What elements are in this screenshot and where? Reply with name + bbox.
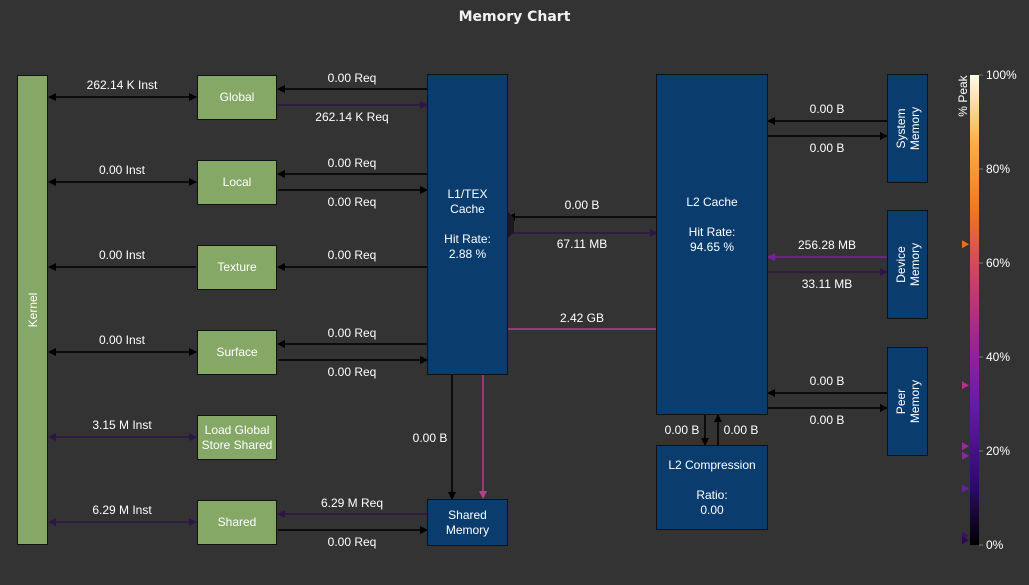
texture-unit[interactable]: Texture	[197, 245, 277, 290]
peermem-label-1: Peer	[893, 388, 908, 415]
l2c-ratio-value: 0.00	[700, 502, 724, 517]
label-global-l1-top: 0.00 Req	[327, 71, 377, 85]
l1-label-1: L1/TEX	[447, 187, 488, 201]
label-l2-l2c-left: 0.00 B	[664, 423, 700, 437]
legend-tick-label: 100%	[986, 68, 1017, 82]
label-surface-l1-top: 0.00 Req	[327, 326, 377, 340]
legend-peak-marker	[962, 240, 969, 249]
link-l2-sm	[479, 328, 660, 499]
system-memory[interactable]: System Memory	[887, 74, 928, 183]
local-unit[interactable]: Local	[197, 160, 277, 205]
label-l1-sm: 0.00 B	[412, 431, 448, 445]
shared-memory[interactable]: Shared Memory	[427, 499, 508, 546]
legend-tick-label: 80%	[986, 162, 1011, 176]
shared-memory-label-2: Memory	[445, 522, 490, 537]
legend-tick-marks	[979, 74, 983, 546]
shared-unit[interactable]: Shared	[197, 500, 277, 545]
label-kernel-surface: 0.00 Inst	[98, 333, 146, 347]
local-label: Local	[222, 175, 252, 189]
sysmem-label-2: Memory	[907, 106, 922, 151]
label-l2-dev-bottom: 33.11 MB	[801, 277, 853, 291]
l2-compression[interactable]: L2 Compression Ratio: 0.00	[656, 445, 768, 530]
l1-tex-cache[interactable]: L1/TEX Cache Hit Rate: 2.88 %	[427, 74, 508, 375]
label-l2-l2c-right: 0.00 B	[723, 423, 759, 437]
label-l2-sm: 2.42 GB	[559, 311, 605, 325]
label-l2-peer-bottom: 0.00 B	[809, 413, 845, 427]
l2c-ratio-label: Ratio:	[696, 487, 728, 502]
label-kernel-lgss: 3.15 M Inst	[92, 418, 152, 432]
l2-hit-value: 94.65 %	[689, 239, 735, 254]
peermem-label-2: Memory	[907, 379, 922, 424]
peer-memory[interactable]: Peer Memory	[887, 347, 928, 456]
legend-tick-label: 0%	[986, 538, 1004, 552]
peak-gradient-bar	[970, 75, 979, 545]
lgss-label-2: Store Shared	[201, 437, 273, 452]
label-l2-peer-top: 0.00 B	[809, 374, 845, 388]
texture-label: Texture	[217, 260, 257, 274]
global-unit[interactable]: Global	[197, 75, 277, 120]
legend-label: % Peak	[956, 75, 970, 117]
l2-title: L2 Cache	[686, 194, 738, 209]
surface-label: Surface	[216, 345, 258, 359]
legend-tick-label: 20%	[986, 444, 1011, 458]
shared-label: Shared	[217, 515, 257, 529]
label-texture-l1: 0.00 Req	[327, 248, 377, 262]
label-l2-sys-top: 0.00 B	[809, 102, 845, 116]
label-kernel-global: 262.14 K Inst	[86, 78, 158, 92]
label-l2-dev-top: 256.28 MB	[797, 238, 857, 252]
legend-peak-marker	[962, 484, 969, 493]
l2-hit-label: Hit Rate:	[688, 224, 736, 239]
surface-unit[interactable]: Surface	[197, 330, 277, 375]
legend-tick-label: 40%	[986, 350, 1011, 364]
l1-hit-value: 2.88 %	[448, 247, 487, 261]
lgss-label-1: Load Global	[204, 422, 270, 437]
label-kernel-texture: 0.00 Inst	[98, 248, 146, 262]
devmem-label-1: Device	[893, 246, 908, 283]
label-shared-sm-bottom: 0.00 Req	[327, 535, 377, 549]
label-kernel-local: 0.00 Inst	[98, 163, 146, 177]
l1-port-wedge	[506, 210, 514, 240]
legend-peak-marker	[962, 451, 969, 460]
label-l1-l2-top: 0.00 B	[564, 198, 600, 212]
l1-label-2: Cache	[450, 202, 485, 216]
label-shared-sm-top: 6.29 M Req	[320, 496, 384, 510]
sysmem-label-1: System	[893, 108, 908, 149]
legend-peak-marker	[962, 442, 969, 451]
legend-peak-marker	[962, 536, 969, 545]
label-local-l1-bottom: 0.00 Req	[327, 195, 377, 209]
label-l1-l2-bottom: 67.11 MB	[556, 237, 608, 251]
legend-peak-marker	[962, 381, 969, 390]
kernel-unit[interactable]: Kernel	[17, 75, 48, 545]
label-surface-l1-bottom: 0.00 Req	[327, 365, 377, 379]
l2-cache[interactable]: L2 Cache Hit Rate: 94.65 %	[656, 74, 768, 415]
devmem-label-2: Memory	[907, 242, 922, 287]
chart-title: Memory Chart	[458, 9, 571, 25]
legend-tick-label: 60%	[986, 256, 1011, 270]
label-global-l1-bottom: 262.14 K Req	[315, 110, 389, 124]
global-label: Global	[219, 90, 255, 104]
shared-memory-label-1: Shared	[448, 507, 487, 522]
legend-peak-markers	[962, 240, 969, 545]
device-memory[interactable]: Device Memory	[887, 210, 928, 319]
l2c-title: L2 Compression	[668, 457, 756, 472]
kernel-label: Kernel	[25, 292, 40, 328]
label-kernel-shared: 6.29 M Inst	[92, 503, 152, 517]
label-local-l1-top: 0.00 Req	[327, 156, 377, 170]
lgss-unit[interactable]: Load Global Store Shared	[197, 415, 277, 460]
l1-hit-label: Hit Rate:	[444, 232, 491, 246]
label-l2-sys-bottom: 0.00 B	[809, 141, 845, 155]
